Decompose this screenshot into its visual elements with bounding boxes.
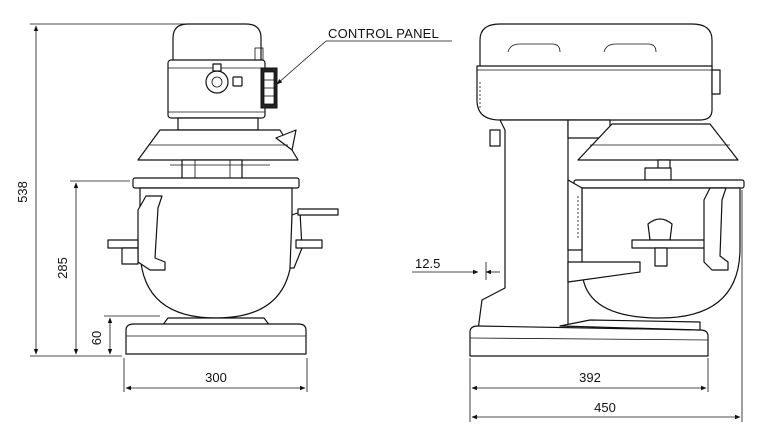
side-bowl-lift-bar [631,239,709,249]
dim-column-offset: 12.5 [412,256,500,280]
dim-392-label: 392 [579,370,601,385]
speed-knob [205,70,229,94]
knob-stem [212,63,222,72]
front-view [107,23,339,355]
dim-side-width: 392 [469,358,709,422]
dim-bowl-height: 285 [55,180,130,355]
front-bowl-rim [132,177,300,189]
dim-12-5-label: 12.5 [415,256,440,271]
front-neck [177,117,259,131]
front-motor-head [172,23,262,63]
dim-base-height: 60 [89,315,160,355]
control-panel-callout: CONTROL PANEL [276,26,452,85]
dim-front-width: 300 [123,358,308,392]
dim-300-label: 300 [205,370,227,385]
front-bowl-lift-handle [297,208,339,216]
dim-overall-depth: 450 [471,190,743,422]
front-bowl [139,187,293,319]
dim-overall-height: 538 [15,23,190,357]
dim-450-label: 450 [594,400,616,415]
side-base [469,325,709,357]
front-base [125,323,307,355]
side-splash-guard [577,123,739,161]
front-left-arm [137,195,166,271]
dim-538-label: 538 [15,181,30,203]
dim-60-label: 60 [89,331,104,345]
side-column [477,119,569,331]
side-bowl-rim [573,179,745,189]
dim-285-label: 285 [55,257,70,279]
side-view [469,23,745,357]
control-panel-label: CONTROL PANEL [328,26,439,41]
front-left-bowl-lever [107,239,139,249]
side-head [479,23,713,69]
beater-hub [647,218,673,241]
